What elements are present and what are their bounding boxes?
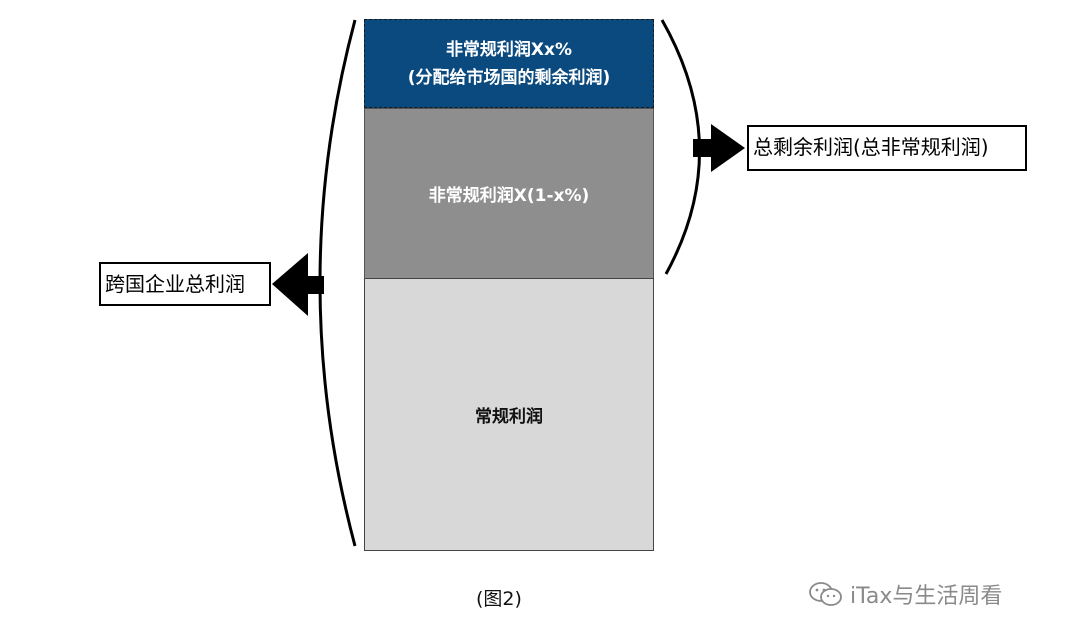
total-residual-profit-label: 总剩余利润(总非常规利润) — [747, 125, 1027, 171]
right-arrow — [693, 124, 745, 172]
routine-profit-segment: 常规利润 — [364, 278, 654, 551]
left-arrow — [272, 253, 324, 316]
watermark: iTax与生活周看 — [808, 578, 1002, 610]
residual-market-title: 非常规利润Xx% — [445, 39, 573, 60]
routine-profit-label: 常规利润 — [475, 407, 543, 427]
watermark-text: iTax与生活周看 — [850, 584, 1003, 609]
profit-stack: 非常规利润Xx% (分配给市场国的剩余利润) 非常规利润X(1-x%) 常规利润 — [364, 19, 654, 551]
figure-caption: (图2) — [476, 588, 522, 610]
left-brace — [318, 19, 357, 547]
residual-remaining-label: 非常规利润X(1-x%) — [428, 186, 590, 206]
residual-profit-remaining-segment: 非常规利润X(1-x%) — [364, 108, 654, 278]
residual-market-subtitle: (分配给市场国的剩余利润) — [407, 67, 611, 88]
total-profit-label: 跨国企业总利润 — [99, 262, 271, 306]
wechat-icon — [809, 582, 842, 606]
residual-profit-market-segment: 非常规利润Xx% (分配给市场国的剩余利润) — [364, 19, 654, 108]
